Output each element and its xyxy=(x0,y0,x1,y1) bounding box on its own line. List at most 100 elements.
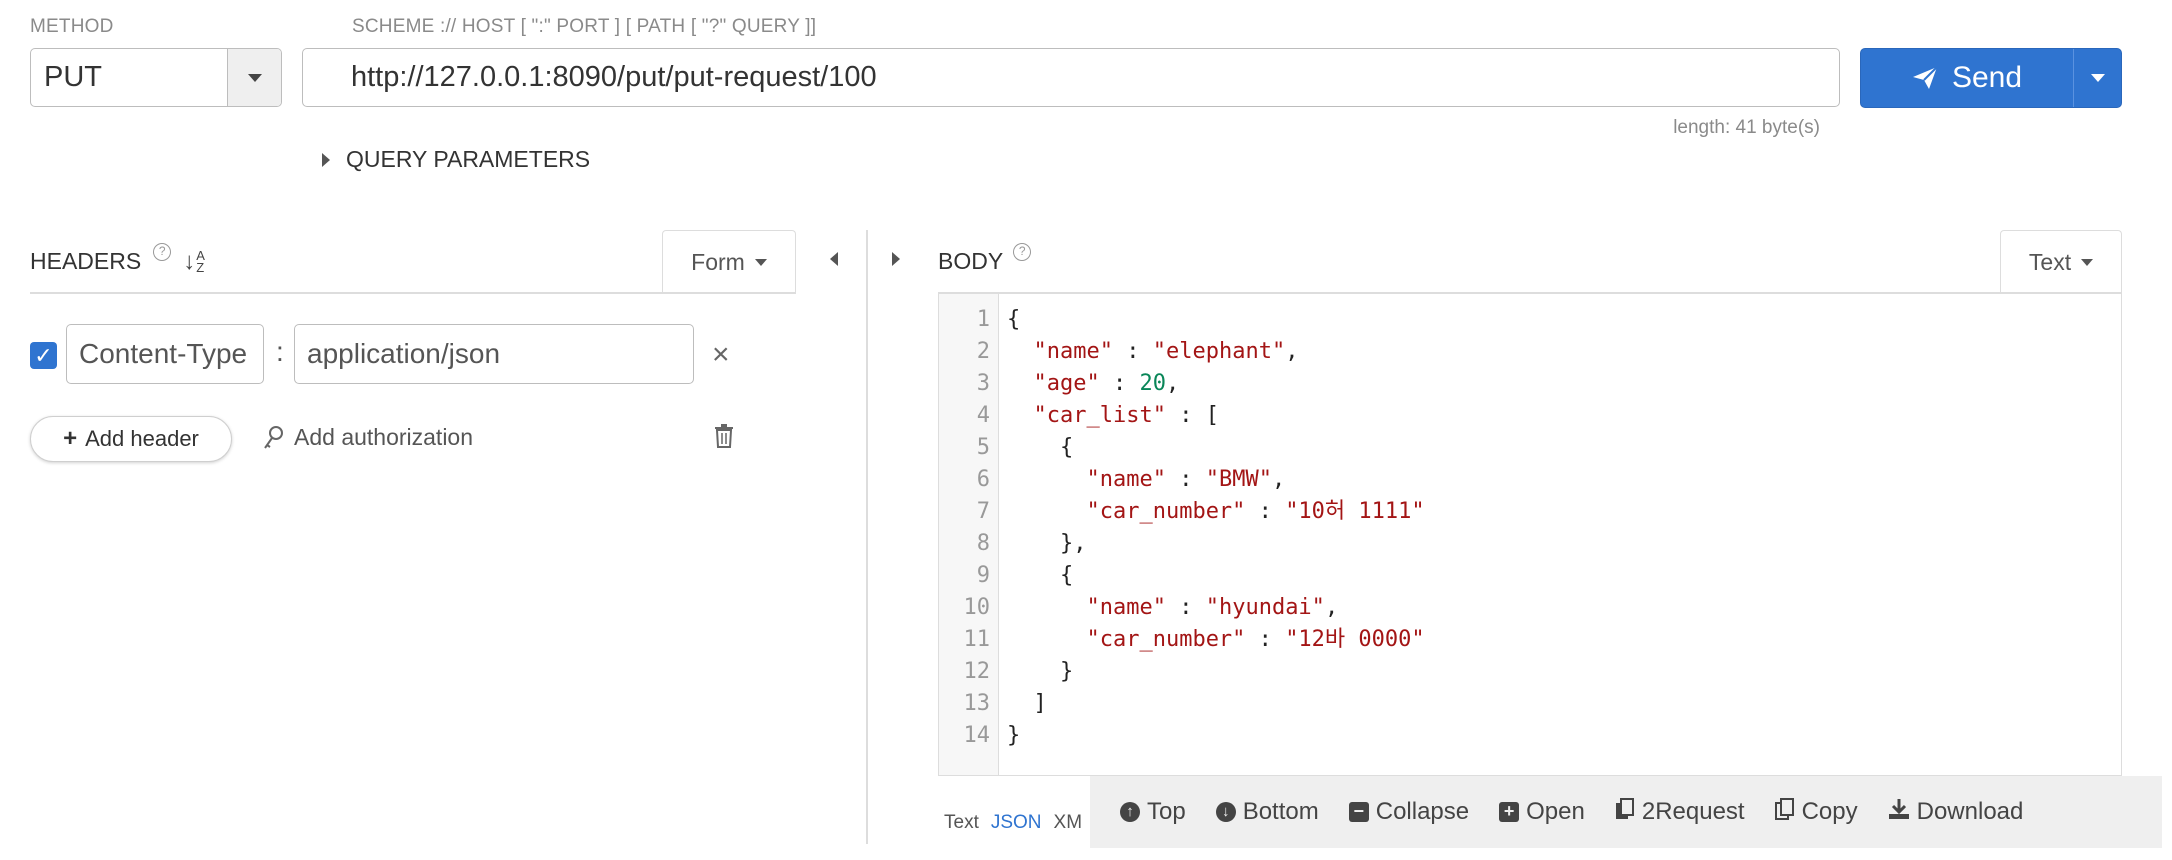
code-line: "car_list" : [ xyxy=(1007,400,1425,432)
minus-square-icon: − xyxy=(1348,802,1369,822)
mode-tab-text[interactable]: Text xyxy=(944,812,979,833)
plus-square-icon: + xyxy=(1499,802,1520,822)
code-token xyxy=(1007,371,1034,396)
editor-toolbar: ↑ Top ↓ Bottom −Collapse + Open 2Request Copy Dow… xyxy=(1090,776,2162,848)
code-token xyxy=(1007,499,1086,524)
code-token: { xyxy=(1007,563,1074,588)
code-token xyxy=(1007,595,1086,620)
code-token: : xyxy=(1165,467,1206,492)
send-button-group: Send xyxy=(1860,48,2122,108)
code-token: "name" xyxy=(1033,339,1113,364)
code-token: } xyxy=(1007,659,1074,684)
chevron-down-icon xyxy=(2081,259,2094,266)
arrow-up-circle-icon: ↑ xyxy=(1120,802,1140,822)
line-number: 5 xyxy=(976,435,990,460)
expand-arrow-icon xyxy=(322,152,330,167)
code-area[interactable]: { "name" : "elephant", "age" : 20, "car_… xyxy=(999,294,1425,775)
url-length: length: 41 byte(s) xyxy=(1673,117,1820,138)
line-number: 3 xyxy=(976,371,990,396)
line-number: 14 xyxy=(963,723,991,748)
header-name-input[interactable]: Content-Type xyxy=(66,324,264,384)
code-token: "name" xyxy=(1086,467,1166,492)
toolbar-open-button[interactable]: + Open xyxy=(1499,798,1585,826)
mode-tab-json[interactable]: JSON xyxy=(990,812,1042,833)
send-options-button[interactable] xyxy=(2073,49,2121,107)
header-enabled-checkbox[interactable]: ✓ xyxy=(30,342,57,369)
url-input[interactable]: http://127.0.0.1:8090/put/put-request/10… xyxy=(302,48,1840,107)
code-token: { xyxy=(1007,307,1021,332)
code-token: : xyxy=(1112,339,1153,364)
toolbar-copy-button[interactable]: Copy xyxy=(1774,797,1858,827)
line-number: 1 xyxy=(976,307,990,332)
query-parameters-toggle[interactable]: QUERY PARAMETERS xyxy=(322,146,590,173)
help-icon[interactable]: ? xyxy=(1013,242,1032,261)
headers-title: HEADERS xyxy=(30,248,142,274)
toolbar-collapse-button[interactable]: −Collapse xyxy=(1348,798,1469,826)
headers-mode-label: Form xyxy=(691,249,745,275)
header-value-input[interactable]: application/json xyxy=(294,324,694,384)
method-dropdown-button[interactable] xyxy=(227,49,281,106)
code-token: "BMW" xyxy=(1205,467,1272,492)
code-token: "name" xyxy=(1086,595,1166,620)
code-line: "car_number" : "10허 1111" xyxy=(1007,496,1425,528)
code-token: "10허 1111" xyxy=(1285,499,1425,524)
line-number: 9 xyxy=(976,563,990,588)
code-line: "name" : "hyundai", xyxy=(1007,592,1425,624)
method-select[interactable]: PUT xyxy=(30,48,282,107)
code-token xyxy=(1007,403,1034,428)
toolbar-2request-button[interactable]: 2Request xyxy=(1615,797,1745,827)
header-separator: : xyxy=(276,336,284,367)
code-token: : xyxy=(1099,371,1140,396)
code-token: : [ xyxy=(1165,403,1219,428)
copy-request-icon xyxy=(1615,797,1635,827)
toolbar-label: Open xyxy=(1526,798,1585,825)
line-number: 10 xyxy=(963,595,991,620)
collapse-left-icon[interactable] xyxy=(830,252,838,266)
toolbar-download-button[interactable]: Download xyxy=(1888,798,2023,827)
code-line: "car_number" : "12바 0000" xyxy=(1007,624,1424,656)
chevron-down-icon xyxy=(247,73,262,82)
trash-icon[interactable] xyxy=(713,424,735,453)
code-token: "age" xyxy=(1033,371,1100,396)
add-authorization-label: Add authorization xyxy=(294,424,474,450)
toolbar-bottom-button[interactable]: ↓ Bottom xyxy=(1215,798,1319,826)
code-token: { xyxy=(1007,435,1074,460)
method-label: METHOD xyxy=(30,16,114,37)
send-button[interactable]: Send xyxy=(1861,49,2073,107)
add-authorization-button[interactable]: Add authorization xyxy=(262,424,473,451)
line-number: 11 xyxy=(963,627,991,652)
code-token: : xyxy=(1245,627,1286,652)
code-token: "car_number" xyxy=(1086,499,1246,524)
help-icon[interactable]: ? xyxy=(153,242,172,261)
toolbar-label: Bottom xyxy=(1242,798,1319,825)
line-number: 12 xyxy=(963,659,991,684)
panel-splitter[interactable] xyxy=(866,230,868,844)
line-number: 13 xyxy=(963,691,991,716)
code-token: "hyundai" xyxy=(1205,595,1325,620)
query-parameters-label: QUERY PARAMETERS xyxy=(346,146,591,172)
copy-icon xyxy=(1774,797,1795,827)
toolbar-label: Top xyxy=(1147,798,1186,825)
code-line: { xyxy=(1007,304,1425,336)
body-mode-tabs: Text JSON XM xyxy=(944,812,1082,834)
code-line: { xyxy=(1007,432,1425,464)
line-number: 7 xyxy=(976,499,990,524)
line-number: 4 xyxy=(976,403,990,428)
collapse-right-icon[interactable] xyxy=(892,252,900,266)
headers-mode-dropdown[interactable]: Form xyxy=(662,230,796,294)
mode-tab-xm[interactable]: XM xyxy=(1053,812,1083,833)
download-icon xyxy=(1888,798,1910,827)
key-icon xyxy=(264,425,283,449)
line-number: 8 xyxy=(976,531,990,556)
toolbar-label: 2Request xyxy=(1641,798,1745,825)
code-line: "name" : "elephant", xyxy=(1007,336,1425,368)
add-header-label: Add header xyxy=(85,426,199,451)
code-line: { xyxy=(1007,560,1425,592)
body-mode-dropdown[interactable]: Text xyxy=(2000,230,2122,294)
toolbar-top-button[interactable]: ↑ Top xyxy=(1120,798,1186,826)
add-header-button[interactable]: + Add header xyxy=(30,416,232,462)
remove-header-icon[interactable]: × xyxy=(712,338,730,371)
arrow-down-circle-icon: ↓ xyxy=(1215,802,1236,822)
